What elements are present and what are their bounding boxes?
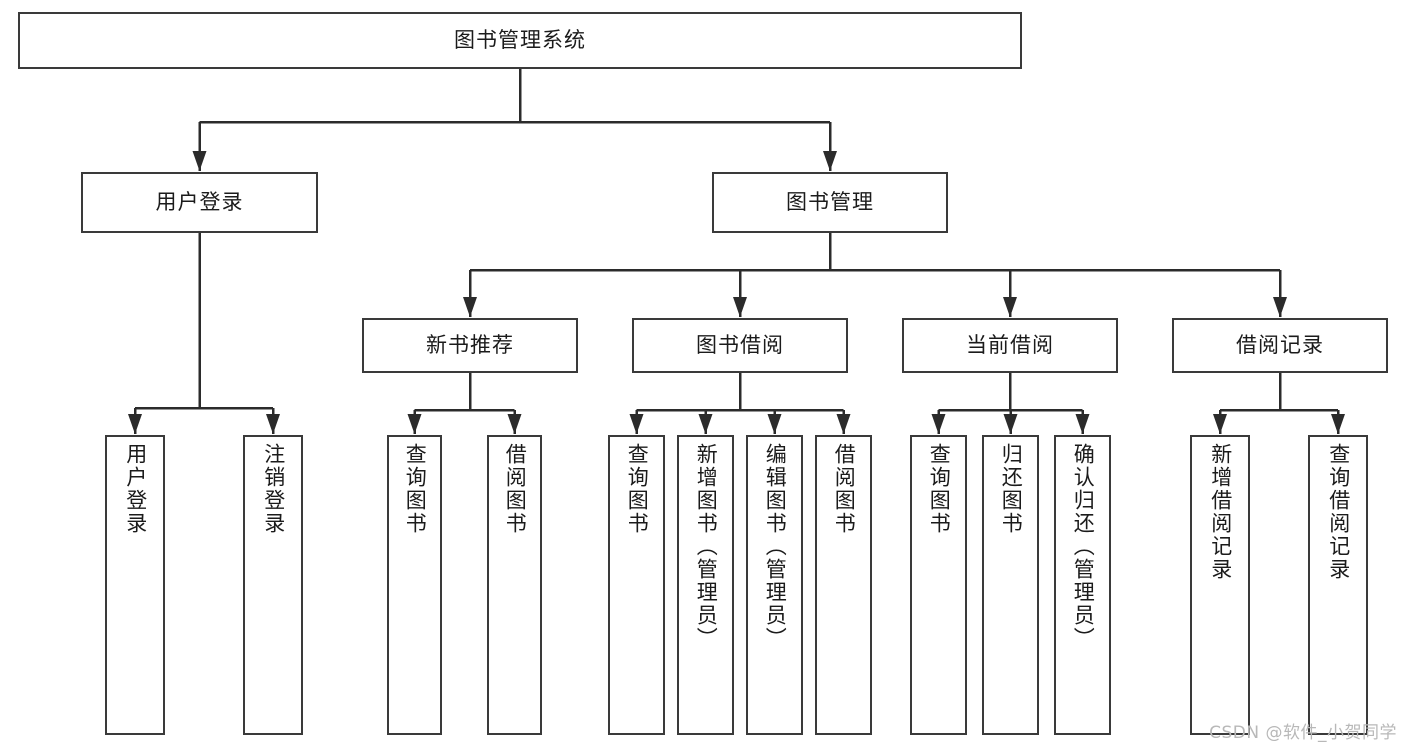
arrowhead-icon	[1003, 414, 1018, 434]
arrowhead-icon	[1331, 414, 1345, 434]
arrowhead-icon	[463, 297, 477, 317]
node-leaf-borrow-book-1[interactable]: 借阅图书	[487, 435, 542, 735]
arrowhead-icon	[407, 414, 422, 434]
arrowhead-icon	[931, 414, 946, 434]
node-root[interactable]: 图书管理系统	[18, 12, 1022, 69]
node-leaf-query-book-1[interactable]: 查询图书	[387, 435, 442, 735]
node-leaf-user-logout[interactable]: 注销登录	[243, 435, 303, 735]
node-current-borrow[interactable]: 当前借阅	[902, 318, 1118, 373]
node-leaf-add-book[interactable]: 新增图书（管理员）	[677, 435, 734, 735]
node-label: 借阅图书	[832, 443, 857, 535]
node-label: 查询借阅记录	[1326, 443, 1351, 581]
arrowhead-icon	[823, 151, 837, 171]
node-leaf-borrow-book-2[interactable]: 借阅图书	[815, 435, 872, 735]
node-leaf-query-book-3[interactable]: 查询图书	[910, 435, 967, 735]
node-leaf-confirm-return[interactable]: 确认归还（管理员）	[1054, 435, 1111, 735]
node-book-borrow[interactable]: 图书借阅	[632, 318, 848, 373]
node-leaf-query-book-2[interactable]: 查询图书	[608, 435, 665, 735]
node-label: 用户登录	[155, 189, 244, 214]
node-new-book-rec[interactable]: 新书推荐	[362, 318, 578, 373]
arrowhead-icon	[266, 414, 280, 434]
arrowhead-icon	[629, 414, 644, 434]
node-label: 查询图书	[927, 443, 952, 535]
node-leaf-edit-book[interactable]: 编辑图书（管理员）	[746, 435, 803, 735]
node-label: 归还图书	[999, 443, 1024, 535]
node-label: 查询图书	[625, 443, 650, 535]
node-label: 注销登录	[261, 443, 286, 535]
node-label: 图书管理系统	[454, 27, 586, 52]
node-leaf-add-record[interactable]: 新增借阅记录	[1190, 435, 1250, 735]
arrowhead-icon	[698, 414, 713, 434]
node-label: 当前借阅	[966, 332, 1054, 357]
node-leaf-return-book[interactable]: 归还图书	[982, 435, 1039, 735]
node-label: 新书推荐	[426, 332, 514, 357]
node-label: 确认归还（管理员）	[1071, 443, 1096, 650]
arrowhead-icon	[507, 414, 522, 434]
node-label: 借阅记录	[1236, 332, 1324, 357]
node-label: 图书管理	[786, 189, 874, 214]
arrowhead-icon	[128, 414, 142, 434]
watermark-label: CSDN @软件_小贺同学	[1209, 723, 1397, 743]
node-user-login[interactable]: 用户登录	[81, 172, 318, 233]
arrowhead-icon	[836, 414, 851, 434]
node-borrow-record[interactable]: 借阅记录	[1172, 318, 1388, 373]
arrowhead-icon	[1213, 414, 1227, 434]
arrowhead-icon	[192, 151, 207, 171]
node-label: 编辑图书（管理员）	[763, 443, 788, 650]
node-label: 新增图书（管理员）	[694, 443, 719, 650]
node-label: 查询图书	[403, 443, 428, 535]
arrowhead-icon	[1273, 297, 1287, 317]
arrowhead-icon	[733, 297, 747, 317]
arrowhead-icon	[1075, 414, 1090, 434]
node-book-manage[interactable]: 图书管理	[712, 172, 948, 233]
node-leaf-query-record[interactable]: 查询借阅记录	[1308, 435, 1368, 735]
node-leaf-user-login[interactable]: 用户登录	[105, 435, 165, 735]
node-label: 图书借阅	[696, 332, 784, 357]
node-label: 用户登录	[123, 443, 148, 535]
arrowhead-icon	[767, 414, 782, 434]
arrowhead-icon	[1003, 297, 1017, 317]
node-label: 借阅图书	[503, 443, 528, 535]
node-label: 新增借阅记录	[1208, 443, 1233, 581]
